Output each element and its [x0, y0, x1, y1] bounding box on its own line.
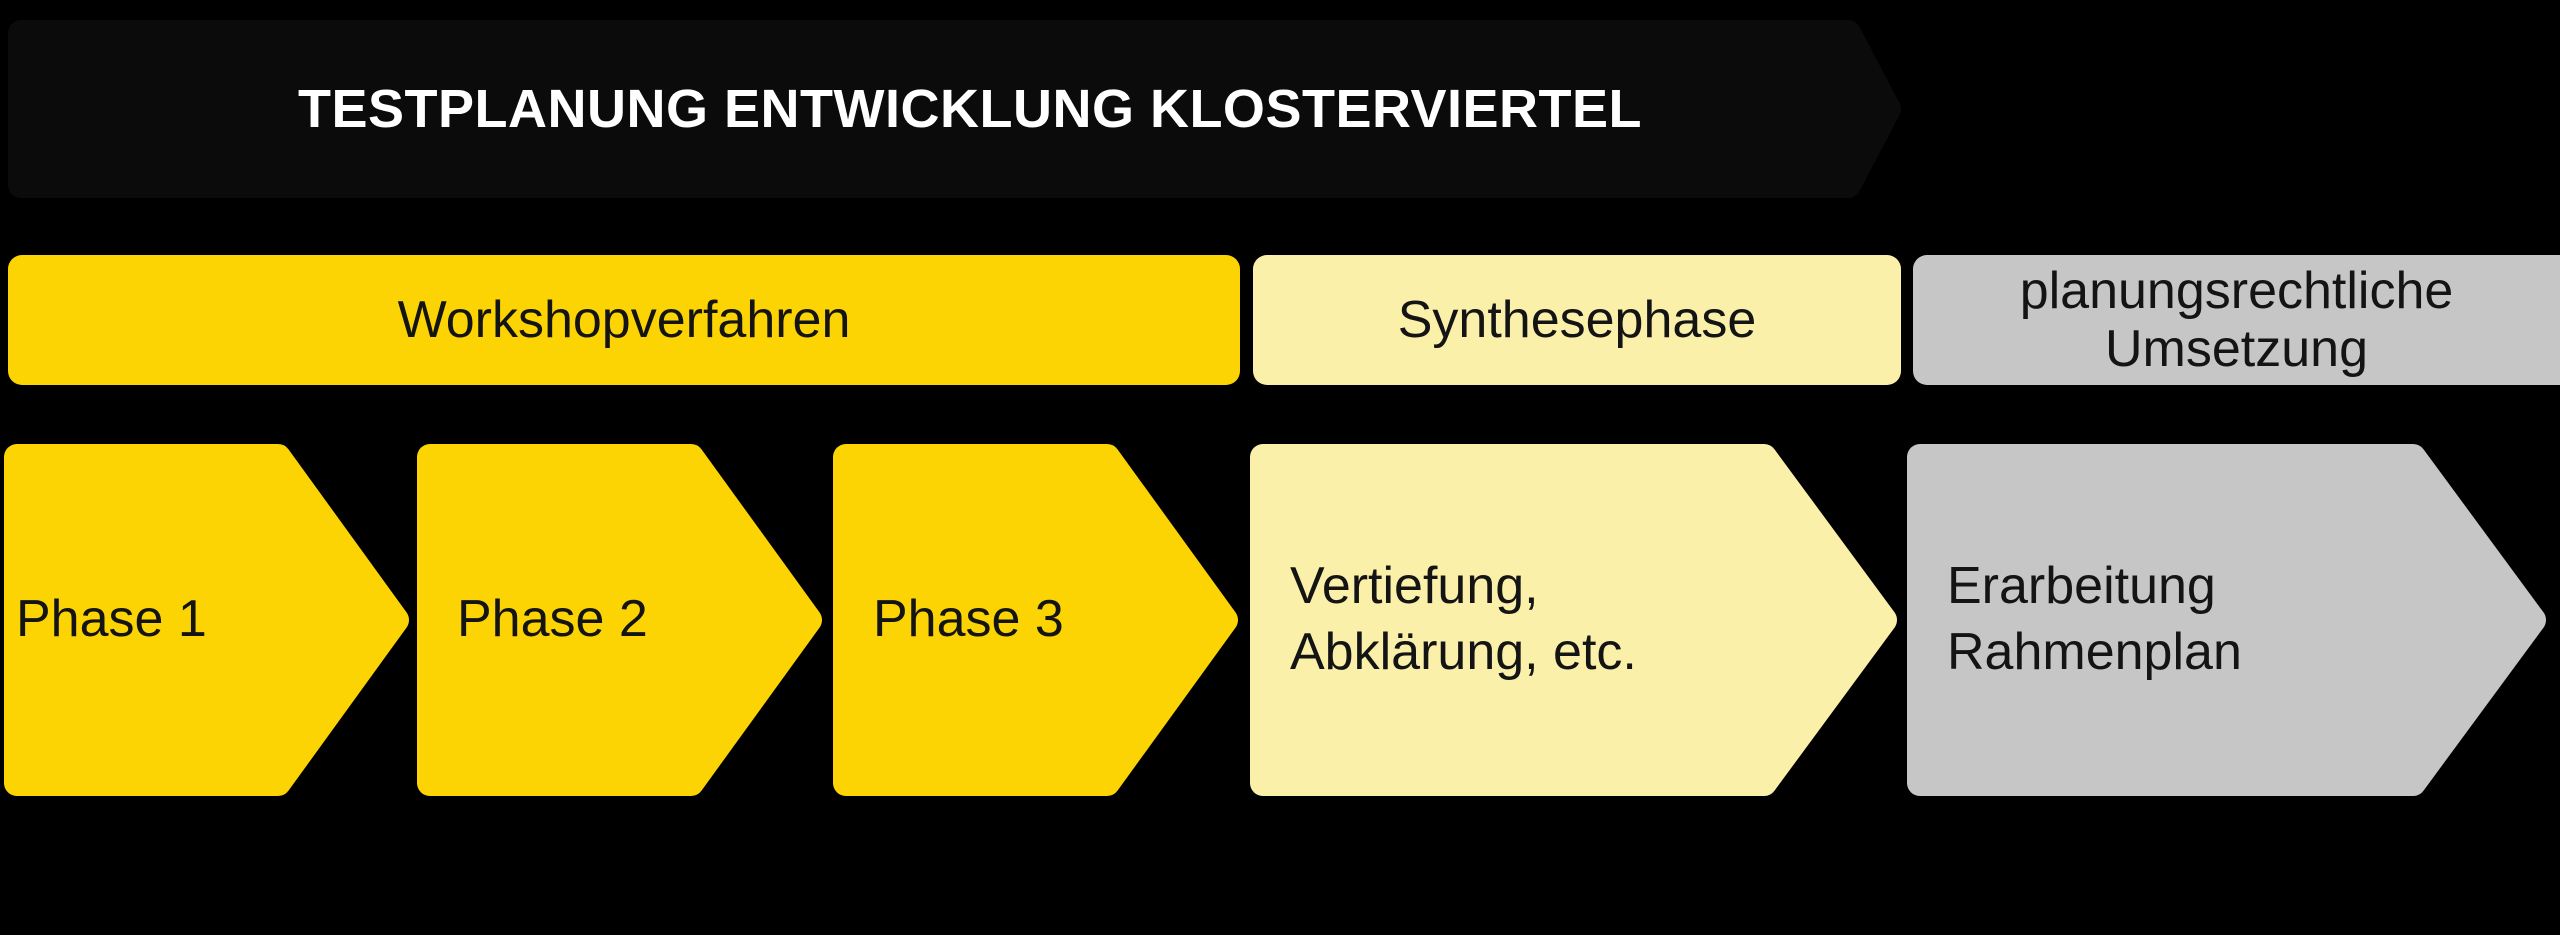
phase-banner-label: Synthesephase	[1397, 290, 1757, 349]
step-label: Vertiefung, Abklärung, etc.	[1290, 557, 1637, 681]
phase-banner-planungsrechtliche-umsetzung: planungsrechtliche Umsetzung	[1913, 255, 2560, 385]
step-label: Phase 2	[457, 590, 648, 649]
step-arrow-vertiefung: Vertiefung, Abklärung, etc.	[1250, 444, 1900, 796]
step-arrow-phase-1: Phase 1	[4, 444, 412, 796]
step-arrow-erarbeitung-rahmenplan: Erarbeitung Rahmenplan	[1907, 444, 2549, 796]
diagram-title: TESTPLANUNG ENTWICKLUNG KLOSTERVIERTEL	[298, 79, 1643, 139]
step-label: Phase 3	[873, 590, 1064, 649]
step-label: Phase 1	[16, 590, 207, 649]
step-arrow-phase-3: Phase 3	[833, 444, 1241, 796]
phase-banner-label: planungsrechtliche Umsetzung	[2019, 261, 2454, 378]
phase-banner-synthesephase: Synthesephase	[1253, 255, 1901, 385]
phase-banner-workshopverfahren: Workshopverfahren	[8, 255, 1240, 385]
step-label: Erarbeitung Rahmenplan	[1947, 557, 2242, 681]
phase-banner-label: Workshopverfahren	[397, 290, 851, 349]
step-arrow-phase-2: Phase 2	[417, 444, 825, 796]
title-bar: TESTPLANUNG ENTWICKLUNG KLOSTERVIERTEL	[8, 20, 1903, 198]
